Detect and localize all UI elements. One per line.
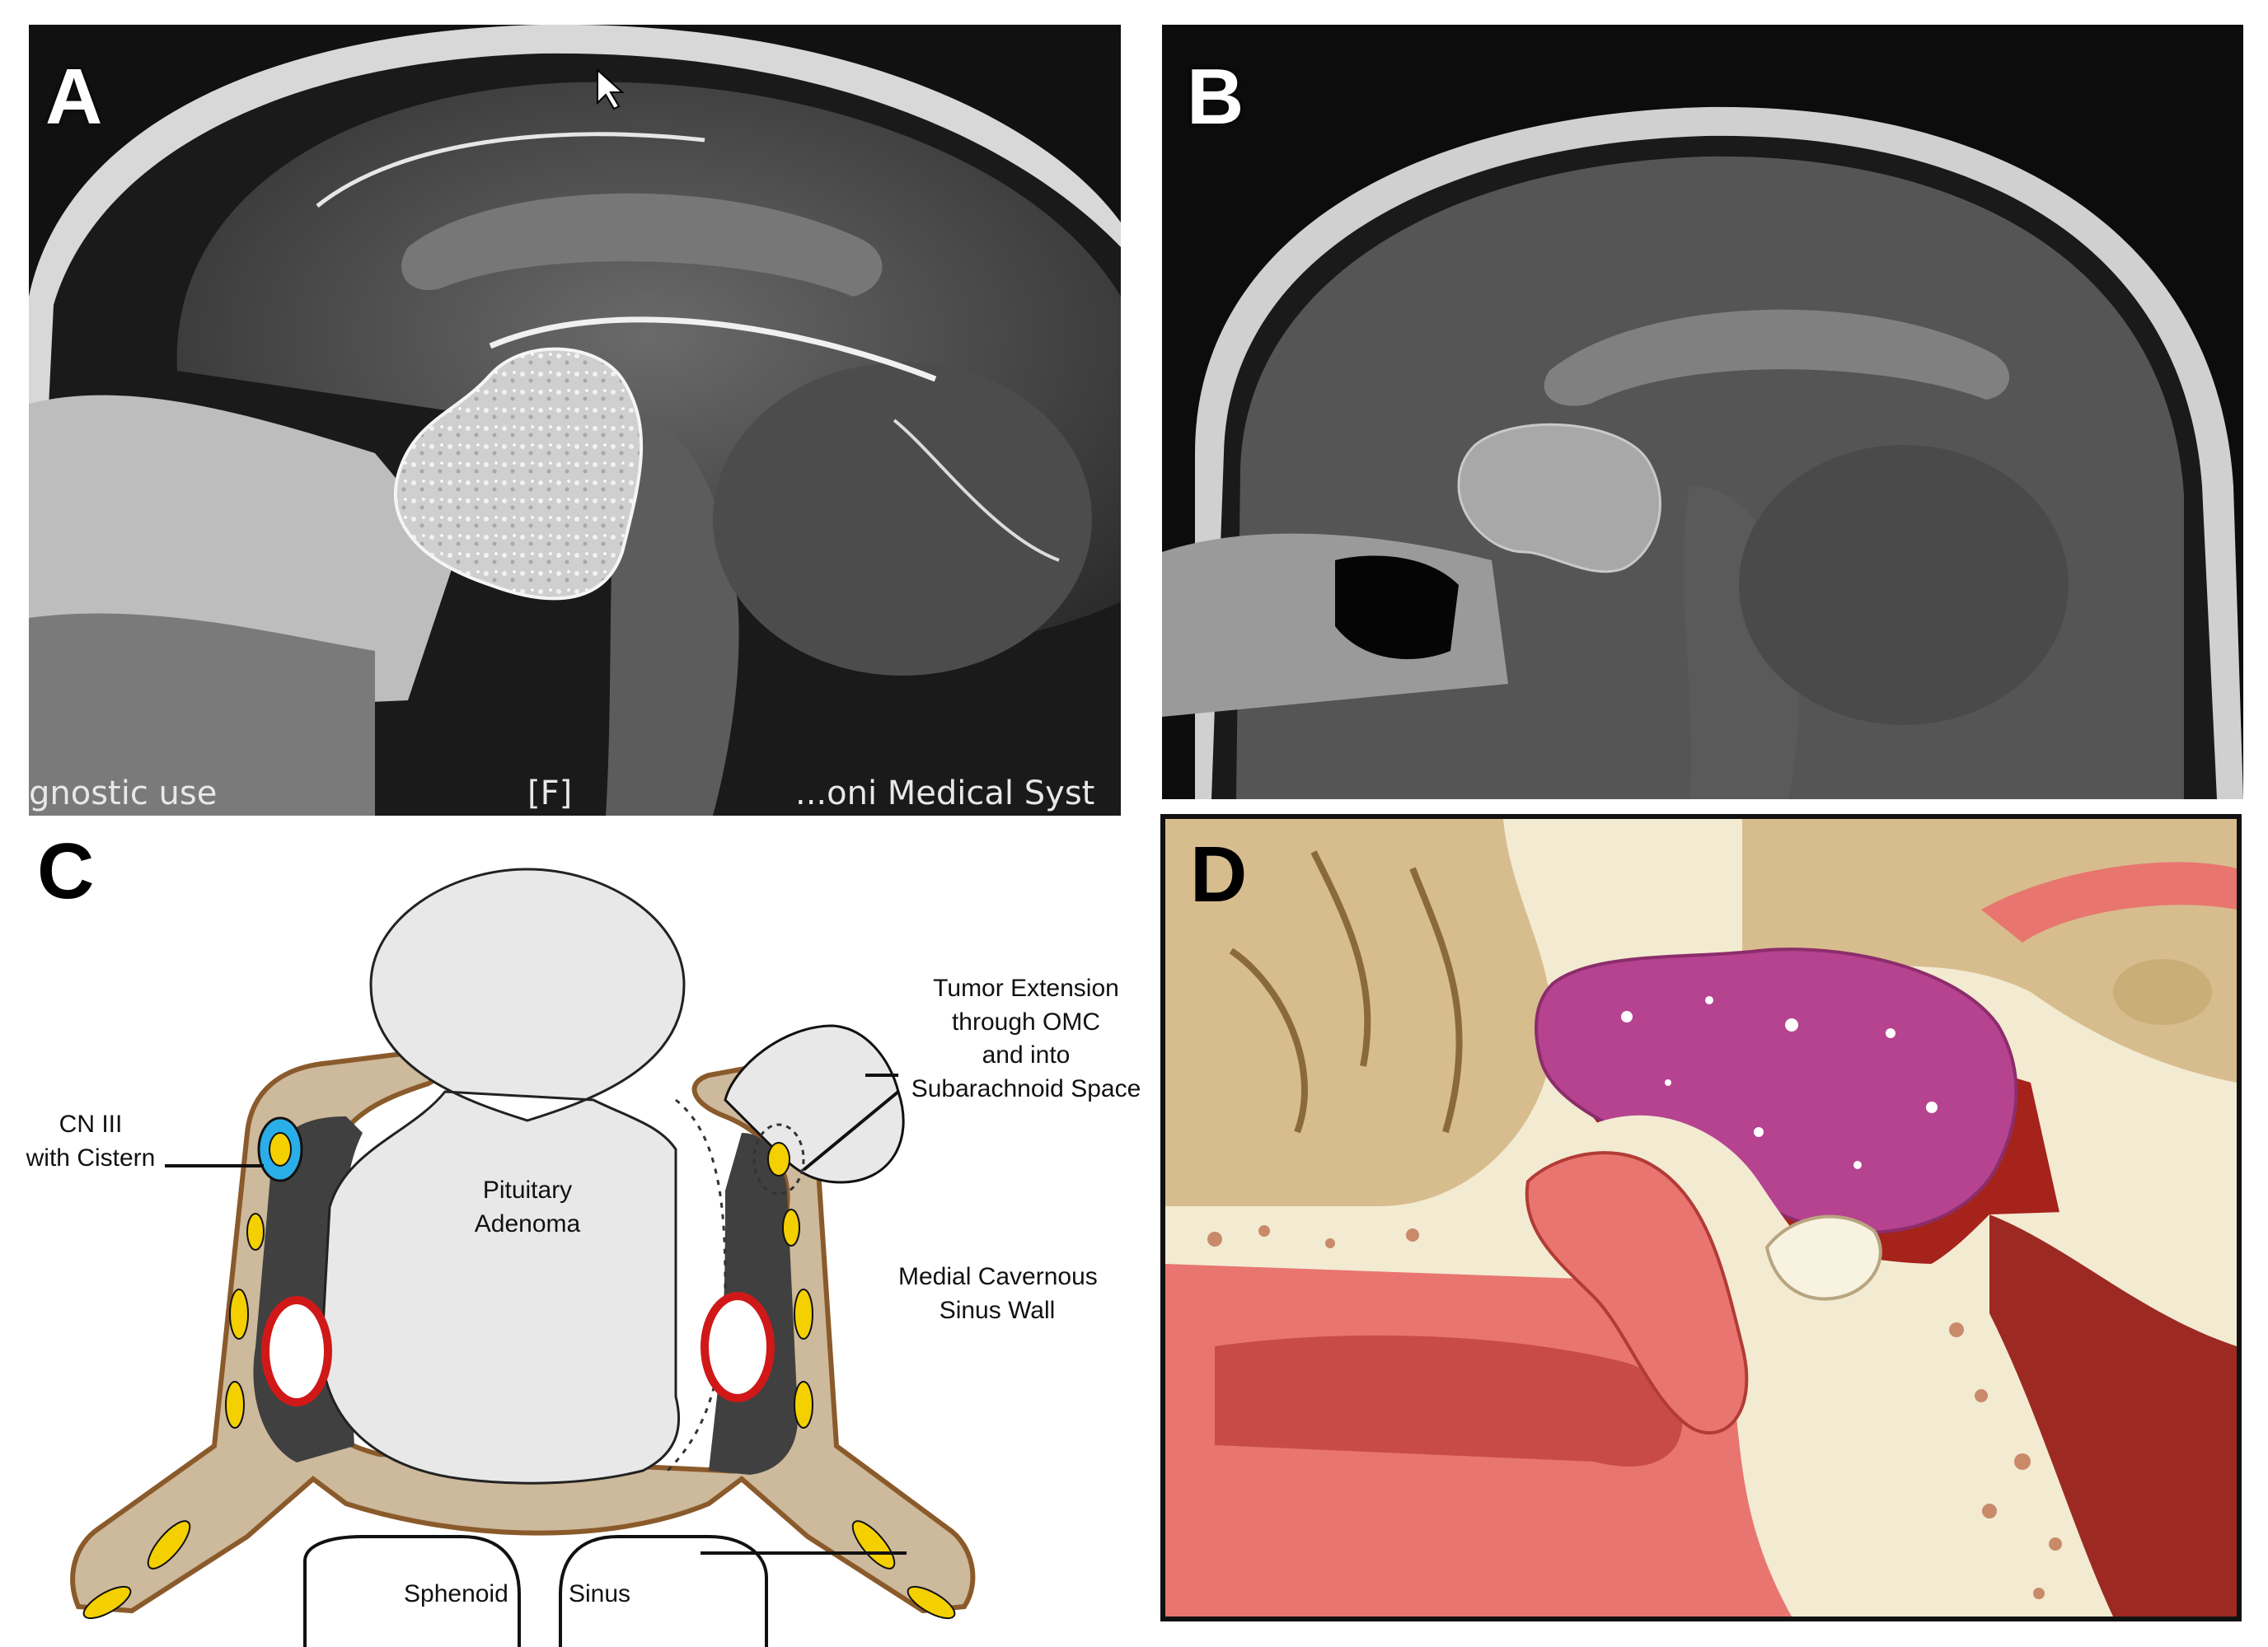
panel-d: D: [1160, 814, 2242, 1621]
cn3-nerve: [269, 1132, 292, 1167]
pituitary-adenoma: [320, 868, 686, 1485]
adenoma-label: Pituitary Adenoma: [462, 1174, 593, 1241]
panel-c: C CN III with Cistern Pituitary Adenoma …: [0, 820, 1154, 1647]
panel-a: A gnostic use [F] ...oni Medical Syst: [29, 25, 1121, 816]
panel-b-label: B: [1187, 53, 1244, 141]
panel-b: B: [1162, 25, 2243, 799]
sinus-label: Sinus: [569, 1580, 631, 1607]
wall-label-line1: Medial Cavernous: [898, 1263, 1098, 1290]
extension-label-line1: Tumor Extension: [933, 975, 1119, 1002]
left-carotid: [261, 1296, 332, 1406]
panel-c-schematic: [70, 868, 976, 1647]
brain-frontal: [1165, 819, 1553, 1206]
cn3-label-line2: with Cistern: [26, 1144, 156, 1172]
panel-c-label: C: [37, 827, 95, 915]
sphenoid-label: Sphenoid: [404, 1580, 508, 1607]
cn3-right-nerve: [767, 1142, 790, 1177]
panel-a-label: A: [45, 53, 103, 141]
lateral-wall-nerves: [82, 1209, 956, 1620]
adenoma-label-line2: Adenoma: [474, 1210, 581, 1238]
cn3-label-line1: CN III: [59, 1111, 123, 1138]
panel-a-mri-image: [29, 25, 1121, 816]
panel-a-footer-center: [F]: [527, 774, 573, 812]
sinus-upper-lobe: [1525, 1151, 1749, 1434]
medial-cavernous-wall: [666, 1098, 727, 1472]
panel-a-footer-left: gnostic use: [29, 774, 218, 812]
cn3-label: CN III with Cistern: [25, 1108, 157, 1175]
tumor-extension: [724, 1024, 905, 1184]
right-carotid: [701, 1292, 775, 1402]
panel-d-label: D: [1190, 831, 1248, 919]
panel-a-footer-right: ...oni Medical Syst: [795, 774, 1095, 812]
panel-d-illustration: [1165, 819, 2237, 1617]
adenoma-label-line1: Pituitary: [482, 1177, 573, 1204]
wall-label-line2: Sinus Wall: [939, 1296, 1056, 1324]
extension-label-line4: Subarachnoid Space: [911, 1074, 1141, 1102]
adenoma-illustration: [1535, 947, 2018, 1234]
extension-label-line3: and into: [982, 1041, 1071, 1069]
cn3-right-ring: [752, 1123, 805, 1195]
sphenoid-sinus-outline: [303, 1535, 521, 1647]
extension-label: Tumor Extension through OMC and into Sub…: [907, 972, 1146, 1106]
panel-b-mri-image: [1162, 25, 2243, 799]
extension-label-line2: through OMC: [951, 1008, 1101, 1036]
wall-label: Medial Cavernous Sinus Wall: [898, 1261, 1098, 1327]
